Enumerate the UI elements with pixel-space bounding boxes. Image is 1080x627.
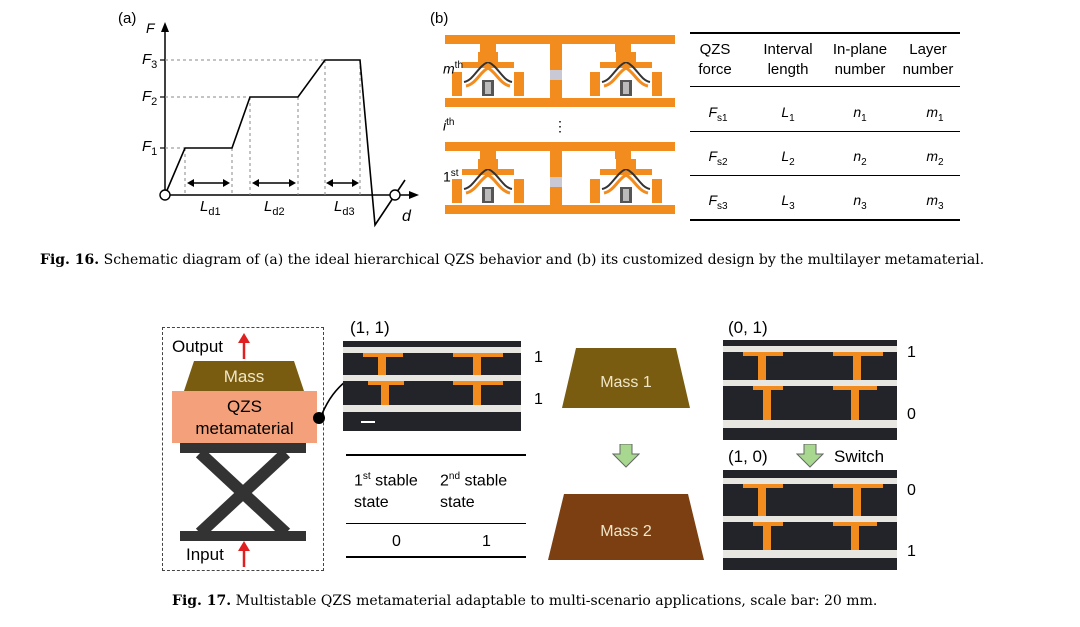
stable-header-1: 1st stable state <box>354 471 418 512</box>
y-axis-label: F <box>146 20 155 36</box>
photo-state-01 <box>723 340 897 440</box>
mass2-block <box>548 494 704 560</box>
table-cell: n1 <box>853 104 867 124</box>
photo-state-11 <box>343 341 521 431</box>
bit-right-bottom-2: 1 <box>907 543 916 560</box>
layer-ellipsis: ⋮ <box>553 118 567 134</box>
table-cell: m2 <box>926 148 944 168</box>
output-arrow-icon <box>238 333 250 359</box>
mass1-label: Mass 1 <box>600 374 652 391</box>
schematic-mass-block <box>184 361 304 391</box>
stable-table-bottom-rule <box>346 556 526 558</box>
bit-right-top-1: 1 <box>907 344 916 361</box>
input-label: Input <box>186 545 224 564</box>
bit-left-top: 1 <box>534 349 543 366</box>
layer-label-1st: 1st <box>443 168 459 185</box>
switch-arrow-icon <box>796 444 824 468</box>
table-header-rule <box>690 86 960 87</box>
layer-label-ith: ith <box>443 117 455 134</box>
table-cell: L1 <box>781 104 795 124</box>
down-arrow-icon <box>612 444 640 468</box>
stable-table-mid-rule <box>346 523 526 524</box>
x-axis-label: d <box>402 208 411 225</box>
schematic-qzs-block <box>172 391 317 443</box>
schematic-mass-label: Mass <box>223 367 265 386</box>
input-arrow-icon <box>238 541 250 567</box>
scissor-lift-icon <box>180 443 306 541</box>
mass2-label: Mass 2 <box>600 523 652 540</box>
table-row-rule <box>690 175 960 176</box>
width-label-ld2: Ld2 <box>264 198 285 218</box>
schematic-box <box>162 327 324 571</box>
table-row-rule <box>690 131 960 132</box>
table-cell: n3 <box>853 192 867 212</box>
state-label-11: (1, 1) <box>350 318 390 337</box>
panel-a-label: (a) <box>118 10 137 27</box>
photo-state-10 <box>723 470 897 570</box>
stable-value-2: 1 <box>482 533 491 550</box>
qzs-force-displacement-plot <box>159 22 419 228</box>
table-row: Fs2 <box>708 148 728 168</box>
table-top-rule <box>690 32 960 34</box>
width-label-ld3: Ld3 <box>334 198 355 218</box>
table-cell: m3 <box>926 192 944 212</box>
table-row: Fs3 <box>708 192 728 212</box>
state-label-01: (0, 1) <box>728 318 768 337</box>
table-row: Fs1 <box>708 104 728 124</box>
panel-b-label: (b) <box>430 10 449 27</box>
state-label-10: (1, 0) <box>728 447 768 466</box>
stable-state-table: 1st stable state 2nd stable state 0 1 <box>346 454 526 562</box>
fig16-caption: Fig. 16. Schematic diagram of (a) the id… <box>40 252 985 268</box>
stable-header-2: 2nd stable state <box>440 471 508 512</box>
level-label-f3: F3 <box>142 51 158 71</box>
schematic-qzs-label: QZS metamaterial <box>195 397 294 438</box>
fig17-caption: Fig. 17. Multistable QZS metamaterial ad… <box>172 593 878 609</box>
width-label-ld1: Ld1 <box>200 198 221 218</box>
table-cell: L2 <box>781 148 795 168</box>
mass1-block <box>562 348 690 408</box>
multilayer-metamaterial-diagram <box>445 35 675 214</box>
bit-left-bottom: 1 <box>534 391 543 408</box>
level-label-f2: F2 <box>142 88 158 108</box>
level-label-f1: F1 <box>142 138 158 158</box>
stable-value-1: 0 <box>392 533 401 550</box>
table-cell: n2 <box>853 148 867 168</box>
output-label: Output <box>172 337 224 356</box>
table-cell: L3 <box>781 192 795 212</box>
switch-label: Switch <box>834 447 885 466</box>
table-bottom-rule <box>690 219 960 221</box>
stable-table-top-rule <box>346 454 526 456</box>
table-cell: m1 <box>926 104 944 124</box>
bit-right-top-2: 0 <box>907 406 916 423</box>
bit-right-bottom-1: 0 <box>907 482 916 499</box>
layer-label-mth: mth <box>443 60 464 77</box>
